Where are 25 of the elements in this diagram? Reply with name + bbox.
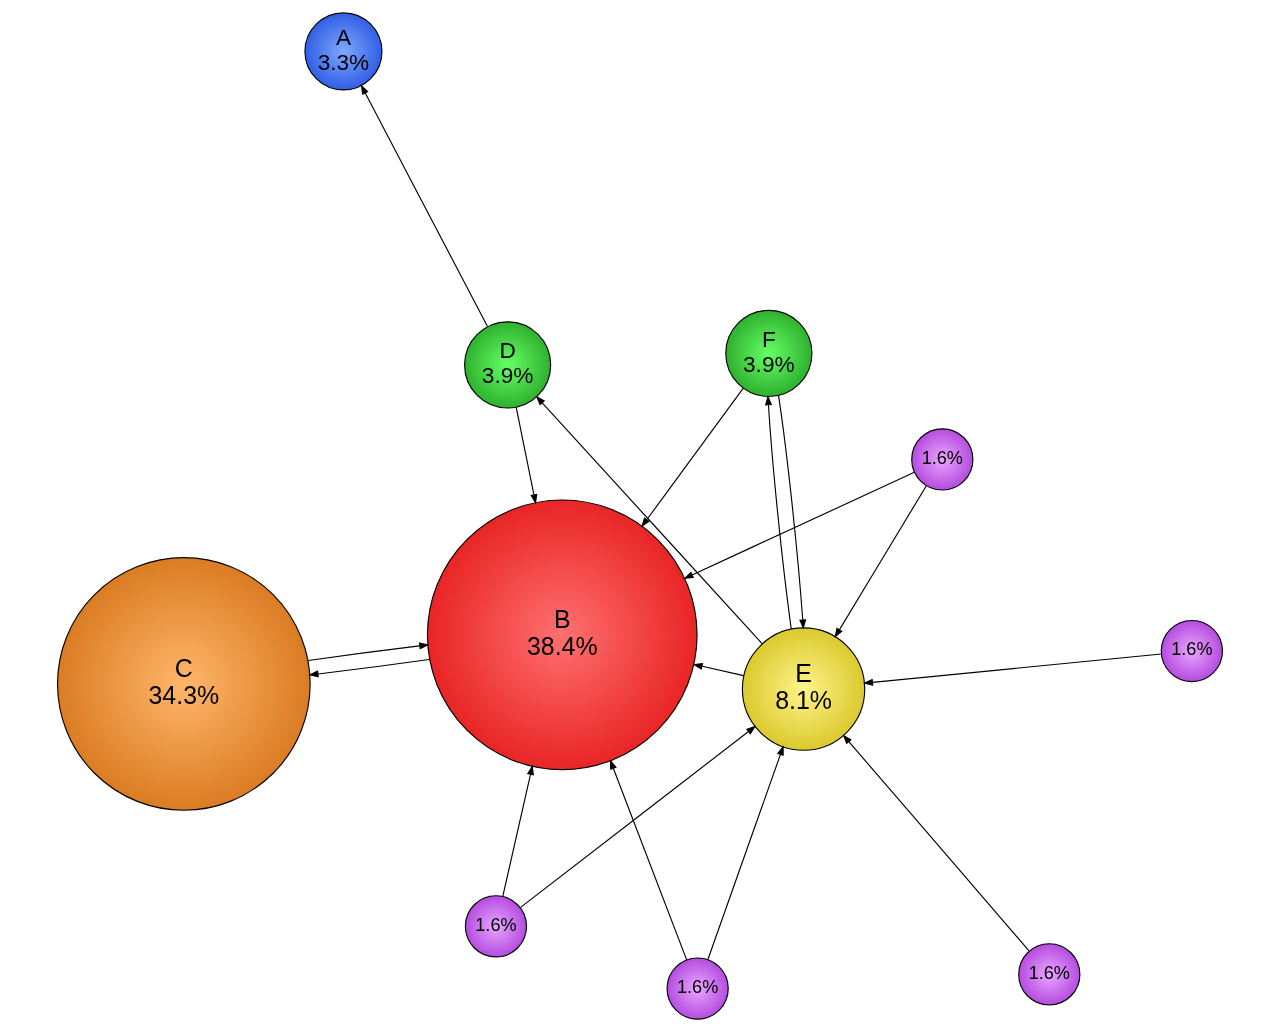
arrow	[360, 84, 489, 328]
arrow	[515, 406, 538, 505]
arrow	[842, 734, 1030, 952]
arrow	[862, 653, 1162, 686]
arrow	[308, 658, 430, 678]
arrow	[834, 485, 927, 639]
arrow	[764, 395, 792, 630]
node-circle: 1.6%	[911, 428, 974, 491]
arrow	[502, 764, 534, 897]
arrow	[692, 662, 745, 677]
node-circle: 1.6%	[464, 895, 528, 958]
arrow	[535, 395, 763, 645]
arrow	[307, 642, 430, 662]
node-circle: C 34.3%	[56, 557, 311, 811]
arrow	[609, 759, 688, 961]
arrow	[683, 471, 915, 579]
node-circle: A 3.3%	[304, 12, 383, 91]
node-circle: F 3.9%	[725, 309, 813, 397]
arrow	[641, 387, 744, 528]
arrow	[520, 725, 757, 908]
arrow	[777, 394, 807, 630]
node-circle: 1.6%	[1018, 943, 1081, 1006]
node-circle: 1.6%	[666, 957, 729, 1020]
arrow	[707, 745, 784, 960]
node-circle: 1.6%	[1160, 619, 1224, 683]
